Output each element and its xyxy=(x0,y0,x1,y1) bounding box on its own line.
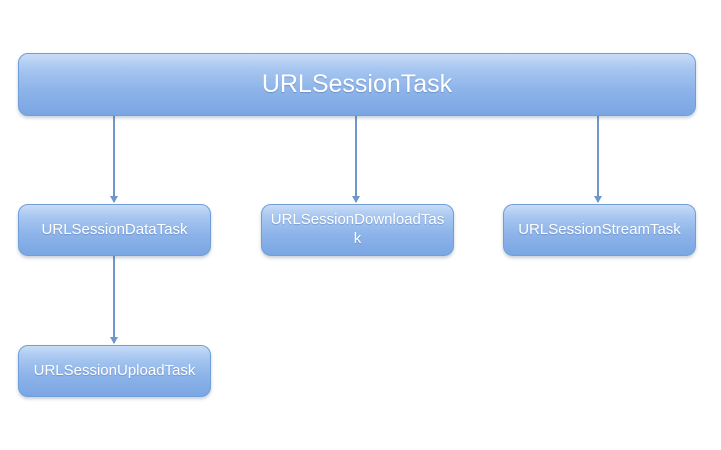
data-task-label: URLSessionDataTask xyxy=(41,220,188,238)
root-node-label: URLSessionTask xyxy=(261,69,453,98)
download-task-node: URLSessionDownloadTask xyxy=(261,204,454,256)
data-task-node: URLSessionDataTask xyxy=(18,204,211,256)
stream-task-label: URLSessionStreamTask xyxy=(518,220,681,238)
upload-task-node: URLSessionUploadTask xyxy=(18,345,211,397)
stream-task-node: URLSessionStreamTask xyxy=(503,204,696,256)
upload-task-label: URLSessionUploadTask xyxy=(33,361,196,379)
download-task-label: URLSessionDownloadTask xyxy=(270,211,445,247)
root-node: URLSessionTask xyxy=(18,53,696,116)
